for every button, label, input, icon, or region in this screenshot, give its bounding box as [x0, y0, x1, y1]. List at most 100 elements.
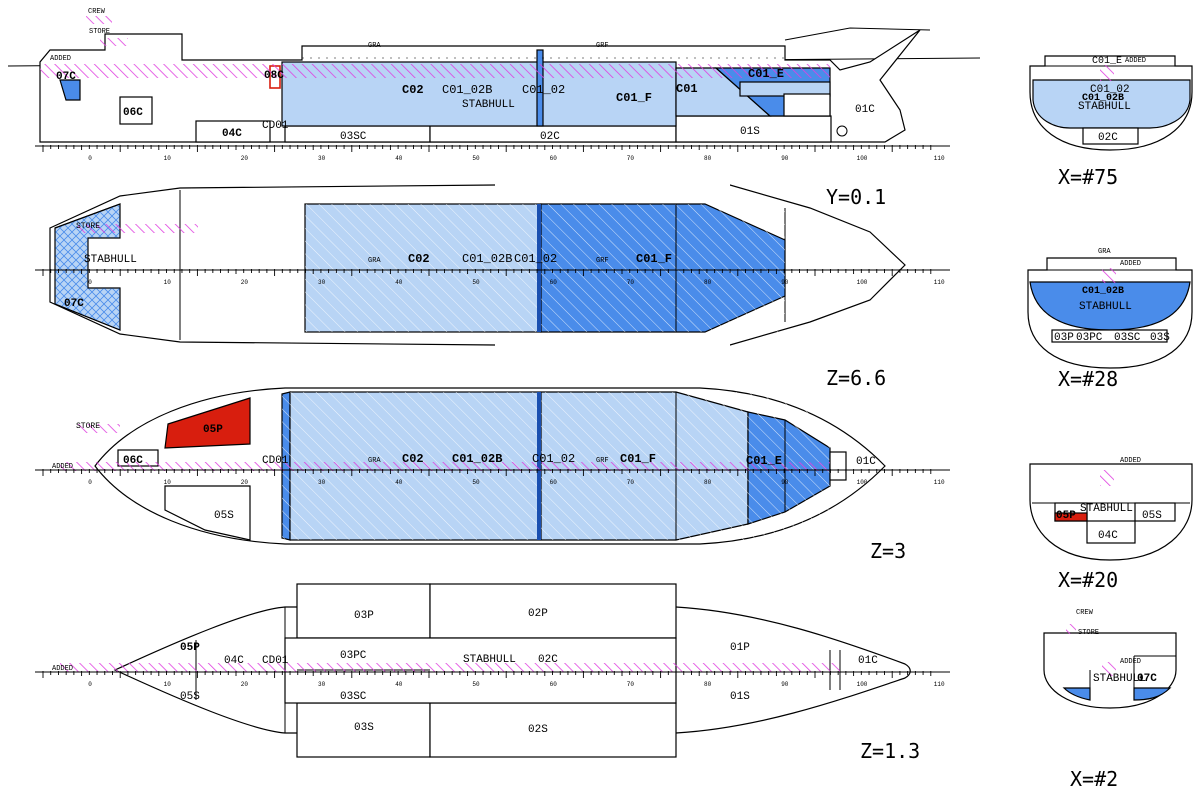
- scale-label: 100: [857, 479, 868, 486]
- scale-label: 90: [781, 479, 789, 486]
- label-c01-02b: C01_02B: [442, 83, 492, 97]
- scale-label: 90: [781, 681, 789, 688]
- label-05p: 05P: [203, 424, 223, 436]
- section-x75: C01_E ADDED C01_02 C01_02B STABHULL 02C …: [1029, 55, 1193, 189]
- scale-label: 0: [88, 155, 92, 162]
- scale-label: 80: [704, 681, 712, 688]
- label-c01-02b-plan: C01_02B: [462, 252, 512, 266]
- bow-rail: [784, 27, 931, 41]
- cut-bot: [495, 334, 730, 346]
- label-02c: 02C: [540, 131, 560, 143]
- section-x20-hatch: [1100, 470, 1114, 486]
- scale-label: 30: [318, 681, 326, 688]
- added-hatch-z3: [60, 462, 830, 471]
- label-gra-z3: GRA: [368, 457, 381, 465]
- section-x20-hull: [1029, 463, 1193, 561]
- scale-label: 40: [395, 479, 403, 486]
- label-stabhull: STABHULL: [462, 99, 515, 111]
- section-x28-gra: GRA: [1098, 248, 1111, 256]
- store-hatch: [100, 38, 128, 46]
- scale-label: 80: [704, 479, 712, 486]
- scale-label: 70: [627, 279, 635, 286]
- scale-label: 20: [241, 155, 249, 162]
- label-05s: 05S: [214, 510, 234, 522]
- scale-label: 40: [395, 681, 403, 688]
- room-02s: [429, 702, 677, 758]
- scale-label: 90: [781, 279, 789, 286]
- section-x28: GRA ADDED C01_02B STABHULL 03P 03PC 03SC…: [1027, 248, 1193, 391]
- section-x20-label: X=#20: [1058, 568, 1118, 592]
- label-c01-e: C01_E: [748, 67, 784, 81]
- label-stabhull-z13: STABHULL: [463, 654, 516, 666]
- scale-label: 20: [241, 279, 249, 286]
- scale-label: 80: [704, 279, 712, 286]
- tank-07c-cross: [54, 203, 121, 331]
- section-x28-03p: 03P: [1054, 332, 1074, 344]
- label-c01-f: C01_F: [616, 91, 652, 105]
- scale-label: 10: [164, 681, 172, 688]
- label-c02: C02: [402, 83, 424, 97]
- tank-c01-02: [536, 49, 544, 127]
- view-label-z13: Z=1.3: [860, 739, 920, 763]
- label-c01-02: C01_02: [522, 83, 565, 97]
- section-x2-07c: 07C: [1137, 673, 1157, 685]
- scale-label: 70: [627, 681, 635, 688]
- scale-label: 100: [857, 279, 868, 286]
- section-x75-02c: 02C: [1098, 132, 1118, 144]
- label-gra: GRA: [368, 42, 381, 50]
- label-01c-z3: 01C: [856, 456, 876, 468]
- scale-label: 0: [88, 479, 92, 486]
- section-x75-fill: [1032, 79, 1191, 129]
- section-x2-store: STORE: [1078, 629, 1099, 637]
- label-added-z13: ADDED: [52, 665, 73, 673]
- section-x28-03s: 03S: [1150, 332, 1170, 344]
- scale-label: 20: [241, 681, 249, 688]
- section-x2-added: ADDED: [1120, 658, 1141, 666]
- label-c01e-z3: C01_E: [746, 454, 782, 468]
- label-01s-z13: 01S: [730, 691, 750, 703]
- crew-hatch: [86, 16, 112, 24]
- label-03p: 03P: [354, 610, 374, 622]
- label-added-z3: ADDED: [52, 463, 73, 471]
- label-02p: 02P: [528, 608, 548, 620]
- label-03pc: 03PC: [340, 650, 367, 662]
- section-x20-05s-box: [1134, 502, 1176, 522]
- section-x75-c01-02b: C01_02B: [1082, 93, 1124, 104]
- added-hatch-z13: [60, 663, 840, 672]
- section-x75-label: X=#75: [1058, 165, 1118, 189]
- scale-label: 20: [241, 479, 249, 486]
- section-x20-04c-box: [1086, 520, 1136, 544]
- scale-label: 60: [550, 479, 558, 486]
- scale-label: 110: [934, 279, 945, 286]
- section-x2: CREW STORE ADDED STABHULL 07C X=#2: [1043, 609, 1177, 791]
- label-grf: GRF: [596, 42, 609, 50]
- section-x28-03-row: [1051, 329, 1168, 343]
- label-c01-02b-z3: C01_02B: [452, 452, 502, 466]
- label-07c: 07C: [56, 71, 76, 83]
- label-03s: 03S: [354, 722, 374, 734]
- view-label-z3: Z=3: [870, 539, 906, 563]
- plan-view-z13: 03P 02P 05P 04C CD01 03PC STABHULL 02C 0…: [35, 539, 950, 763]
- scale-label: 50: [472, 681, 480, 688]
- label-c01: C01: [676, 82, 698, 96]
- section-x2-hatch: [1102, 662, 1116, 676]
- plan-view-deck: STORE STABHULL 07C GRA C02 C01_02B C01_0…: [35, 184, 950, 346]
- label-05p-z13: 05P: [180, 642, 200, 654]
- label-03sc-z13: 03SC: [340, 691, 367, 703]
- label-c01f-z3: C01_F: [620, 452, 656, 466]
- section-x2-label: X=#2: [1070, 767, 1118, 791]
- section-x28-stabhull: STABHULL: [1079, 301, 1132, 313]
- side-view: CREW STORE ADDED 07C 08C 06C GRA GRF C02…: [7, 8, 981, 162]
- scale-label: 70: [627, 155, 635, 162]
- added-hatch-band: [40, 64, 830, 78]
- section-x28-03pc: 03PC: [1076, 332, 1103, 344]
- scale-label: 10: [164, 155, 172, 162]
- scale-label: 40: [395, 279, 403, 286]
- view-label-z66: Z=6.6: [826, 366, 886, 390]
- scale-label: 30: [318, 479, 326, 486]
- section-x20-added: ADDED: [1120, 457, 1141, 465]
- room-01c-z3: [829, 451, 847, 481]
- plan-view-z3: STORE 05P ADDED 06C CD01 GRA C02 C01_02B…: [35, 366, 950, 545]
- scale-label: 100: [857, 681, 868, 688]
